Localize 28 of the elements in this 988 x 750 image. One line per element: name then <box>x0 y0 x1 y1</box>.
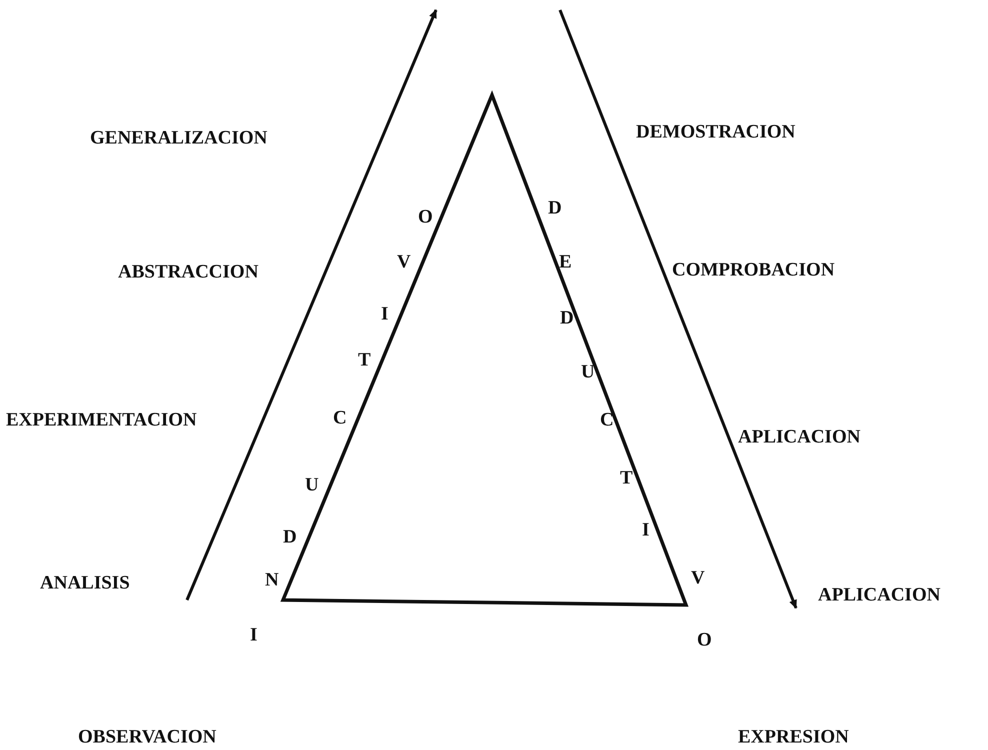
stage-label: OBSERVACION <box>78 728 216 746</box>
letter-label: I <box>642 520 650 540</box>
stage-label: COMPROBACION <box>672 260 835 280</box>
letter-label: D <box>560 308 574 328</box>
stage-label: EXPRESION <box>738 728 849 746</box>
letter-label: I <box>250 626 258 644</box>
letter-label: D <box>548 198 562 218</box>
stage-label: ANALISIS <box>40 574 130 592</box>
stage-label: ABSTRACCION <box>118 262 258 282</box>
letter-label: C <box>333 408 347 428</box>
letter-label: V <box>691 568 705 588</box>
stage-label: APLICACION <box>738 428 860 446</box>
stage-label: EXPERIMENTACION <box>6 410 197 430</box>
letter-label: O <box>418 208 433 226</box>
stage-label: GENERALIZACION <box>90 128 268 148</box>
letter-label: N <box>265 570 279 590</box>
stage-label: DEMOSTRACION <box>636 122 796 142</box>
letter-label: U <box>581 362 595 382</box>
letter-label: I <box>381 304 388 324</box>
letter-label: E <box>559 252 572 272</box>
letter-label: O <box>697 630 712 650</box>
letter-label: U <box>305 476 319 494</box>
letter-label: D <box>283 528 297 546</box>
letter-label: C <box>600 410 614 430</box>
letter-label: T <box>358 350 371 370</box>
stage-label: APLICACION <box>818 586 940 604</box>
letter-label: T <box>620 468 633 488</box>
letter-label: V <box>397 252 411 272</box>
